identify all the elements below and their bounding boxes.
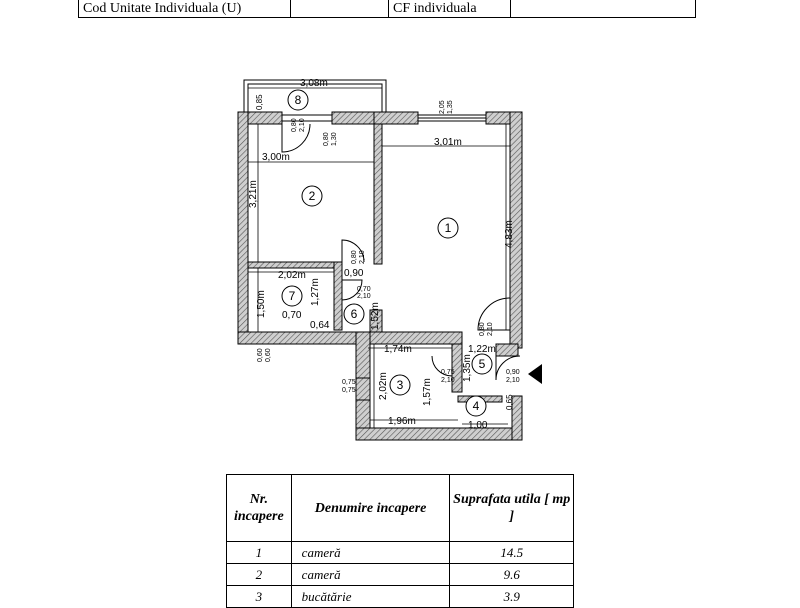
dim-door1-w: 0,80 [479, 322, 486, 336]
dim-door1-h: 2,10 [487, 322, 494, 336]
room-4-marker [465, 395, 487, 417]
dim-entry-h: 2,10 [506, 377, 520, 384]
header-table: Cod Unitate Individuala (U) CF individua… [78, 0, 696, 18]
row-name: bucătărie [290, 585, 451, 608]
dim-room2-height: 3,21m [248, 180, 259, 208]
dim-room7-left: 1,50m [256, 290, 267, 318]
cf-individuala-label: CF individuala [389, 0, 511, 17]
dim-room4-height: 0,65 [505, 394, 514, 410]
room-1-number: 1 [445, 221, 452, 235]
row-name: cameră [290, 563, 451, 586]
dim-room7-070: 0,70 [282, 310, 302, 321]
dim-balcony-width: 3,08m [300, 78, 328, 89]
dim-room3-height: 2,02m [378, 372, 389, 400]
floor-plan: 1 2 3 4 5 6 7 8 3,08m 3,00m 3,01m 0,90 2… [237, 78, 542, 441]
balcony-outline [243, 79, 387, 115]
dim-room7-inner: 1,27m [310, 278, 321, 306]
cod-unitate-value [291, 0, 389, 17]
dim-win3-h: 0,75 [342, 387, 356, 394]
dim-room5-width: 1,22m [468, 344, 496, 355]
room-8-marker [287, 89, 309, 111]
room-7-marker [281, 285, 303, 307]
dim-door7-h: 2,10 [357, 293, 371, 300]
dim-door3-w: 0,75 [441, 369, 455, 376]
dimension-lines [248, 87, 510, 428]
dim-room3-bottom: 1,96m [388, 416, 416, 427]
dim-room7-width: 2,02m [278, 270, 306, 281]
row-nr: 3 [226, 585, 292, 608]
col-suprafata: Suprafata utila [ mp ] [449, 474, 574, 542]
dim-room1-width: 3,01m [434, 137, 462, 148]
room-2-marker [301, 185, 323, 207]
room-6-marker [343, 303, 365, 325]
room-3-number: 3 [397, 378, 404, 392]
cod-unitate-label: Cod Unitate Individuala (U) [79, 0, 291, 17]
room-1-marker [437, 217, 459, 239]
dim-bottom-left-w: 0,60 [257, 348, 264, 362]
dim-bottom-left-h: 0,60 [265, 348, 272, 362]
room-table: Nr. incapere Denumire incapere Suprafata… [226, 474, 574, 608]
table-row: 1 cameră 14.5 [226, 541, 574, 564]
dim-window2-h: 1,30 [331, 132, 338, 146]
dim-door7-w: 0,70 [357, 286, 371, 293]
row-area: 9.6 [449, 563, 574, 586]
dim-window1-w: 2,05 [439, 100, 446, 114]
windows [282, 114, 486, 401]
dim-door2-w: 0,80 [351, 250, 358, 264]
row-name: cameră [290, 541, 451, 564]
dim-window1-h: 1,35 [447, 100, 454, 114]
dim-room6-height: 1,52m [370, 302, 381, 330]
dim-window2-w: 0,80 [323, 132, 330, 146]
exterior-walls [237, 111, 523, 441]
dim-door8-w: 0,80 [291, 118, 298, 132]
table-row: 3 bucătărie 3.9 [226, 585, 574, 608]
room-4-number: 4 [473, 399, 480, 413]
dim-room3-inner: 1,57m [422, 378, 433, 406]
col-denumire: Denumire incapere [290, 474, 451, 542]
room-5-marker [471, 353, 493, 375]
room-8-number: 8 [295, 93, 302, 107]
dim-door2-h: 2,10 [359, 250, 366, 264]
dim-room5-height: 1,35m [462, 354, 473, 382]
room-markers [281, 89, 493, 417]
room-7-number: 7 [289, 289, 296, 303]
room-3-marker [389, 374, 411, 396]
dim-room3-top: 1,74m [384, 344, 412, 355]
doors [281, 123, 521, 381]
dim-room6-width: 0,64 [310, 320, 330, 331]
dim-win3-w: 0,75 [342, 379, 356, 386]
row-nr: 2 [226, 563, 292, 586]
room-5-number: 5 [479, 357, 486, 371]
dim-room1-height: 4,83m [504, 220, 515, 248]
dim-room2-width: 3,00m [262, 152, 290, 163]
dim-hall-090: 0,90 [344, 268, 364, 279]
table-row: 2 cameră 9.6 [226, 563, 574, 586]
entry-arrow-icon [528, 364, 542, 384]
dim-door8-h: 2,10 [299, 118, 306, 132]
row-area: 3.9 [449, 585, 574, 608]
dim-door3-h: 2,10 [441, 377, 455, 384]
dim-entry-w: 0,90 [506, 369, 520, 376]
row-nr: 1 [226, 541, 292, 564]
room-table-header: Nr. incapere Denumire incapere Suprafata… [226, 474, 574, 542]
room-2-number: 2 [309, 189, 316, 203]
row-area: 14.5 [449, 541, 574, 564]
dim-room4-width: 1,00 [468, 420, 488, 431]
room-6-number: 6 [351, 307, 358, 321]
dim-balcony-depth: 0,85 [255, 94, 264, 110]
col-nr: Nr. incapere [226, 474, 292, 542]
